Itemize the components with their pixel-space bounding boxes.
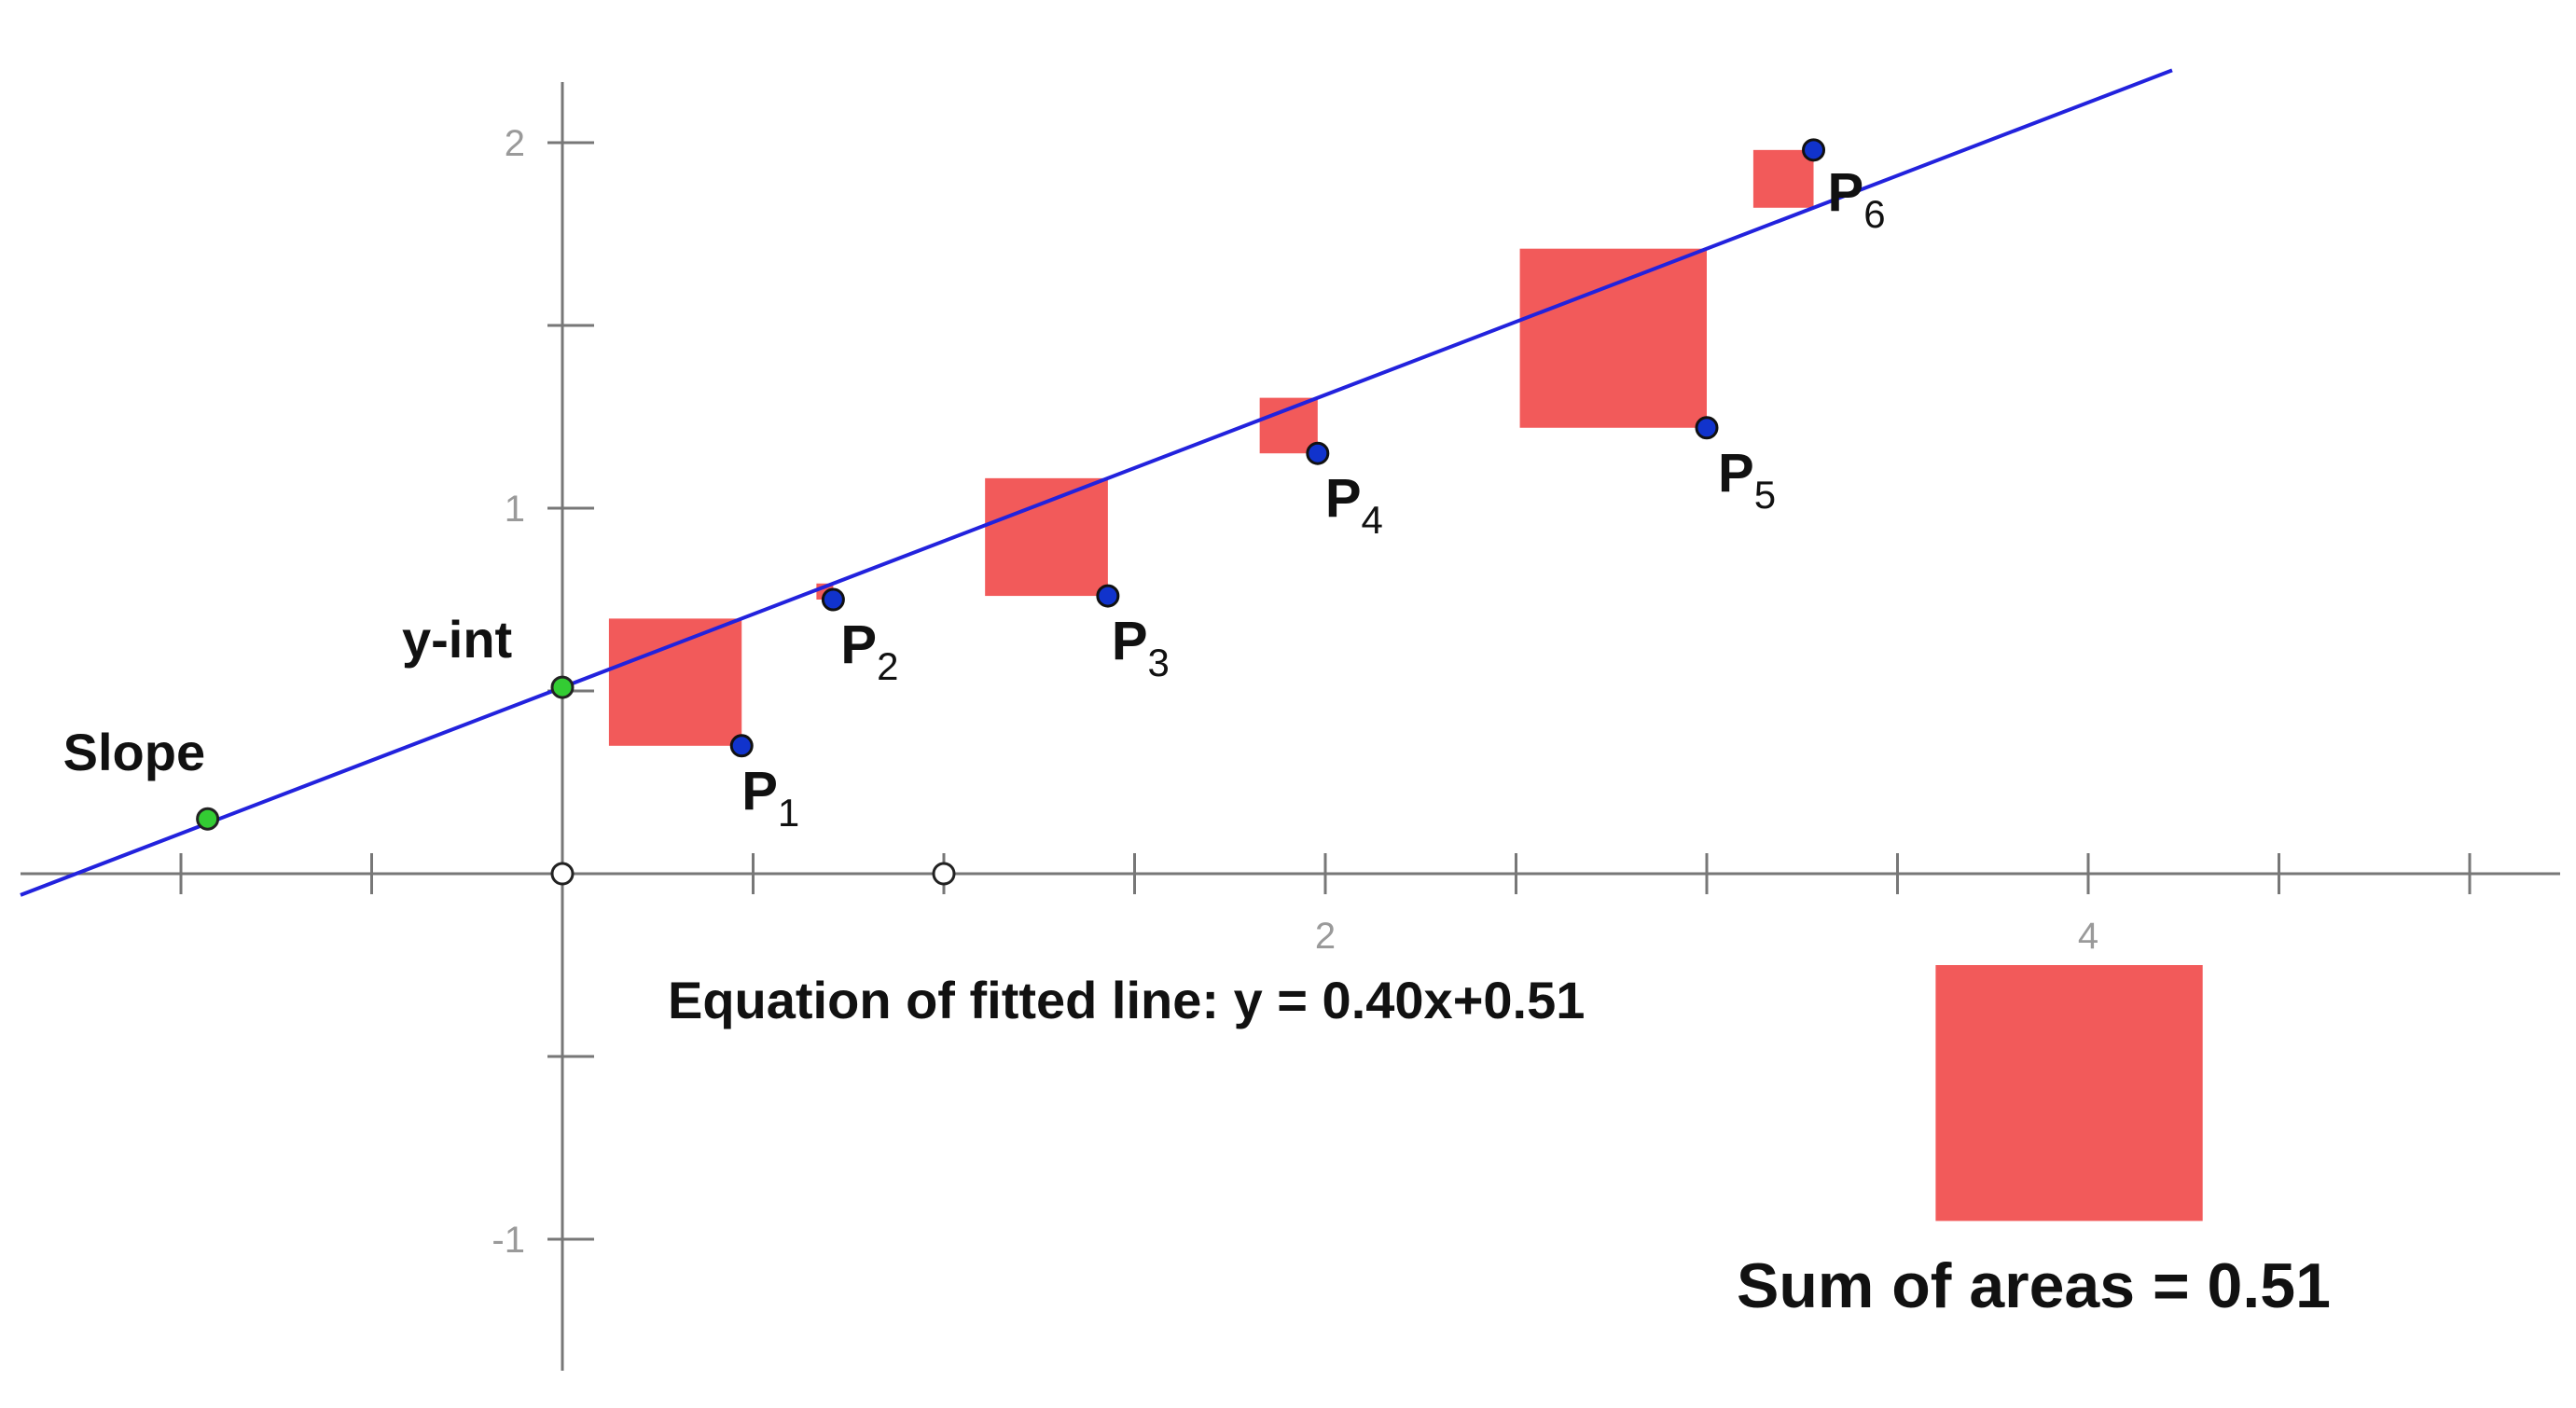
point-label-name: P: [840, 614, 877, 675]
point-label-subscript: 5: [1754, 473, 1776, 517]
point-label: P5: [1718, 443, 1776, 517]
sum-of-areas-label: Sum of areas = 0.51: [1737, 1250, 2331, 1321]
data-point: [1802, 138, 1826, 162]
point-label-subscript: 4: [1362, 498, 1383, 542]
x-tick-label: 2: [1315, 916, 1336, 957]
point-label-subscript: 2: [877, 644, 898, 688]
data-points-layer: [196, 138, 1826, 886]
fitted-line-layer: [20, 68, 2173, 897]
point-label-name: P: [1828, 162, 1864, 223]
residual-square: [608, 618, 742, 746]
point-label-name: P: [1718, 443, 1754, 504]
slope-label: Slope: [63, 723, 205, 781]
axis-marker: [932, 862, 956, 886]
data-point: [1306, 441, 1330, 465]
axis-marker: [550, 862, 575, 886]
residual-squares-layer: [608, 149, 2203, 1222]
handle-point: [550, 675, 575, 699]
data-point: [729, 734, 754, 758]
point-label: P1: [741, 761, 799, 835]
point-label: P3: [1112, 611, 1170, 684]
point-label-name: P: [1325, 468, 1362, 529]
data-point: [1096, 584, 1120, 608]
fitted-line: [20, 68, 2173, 897]
data-point: [821, 587, 845, 612]
axes-layer: 2 4 2 1 -1: [21, 82, 2560, 1371]
point-label-subscript: 6: [1863, 192, 1885, 236]
point-label: P4: [1325, 468, 1383, 542]
point-label-subscript: 1: [778, 791, 799, 835]
y-int-label: y-int: [402, 610, 512, 669]
data-point: [1695, 416, 1719, 440]
residual-square: [1519, 248, 1707, 428]
point-label-name: P: [741, 761, 778, 821]
residual-square: [1259, 397, 1318, 454]
y-tick-label: 2: [505, 123, 525, 164]
residual-square: [1752, 149, 1814, 208]
point-label: P6: [1828, 162, 1886, 236]
equation-label: Equation of fitted line: y = 0.40x+0.51: [668, 971, 1585, 1029]
residual-square: [985, 477, 1108, 597]
sum-of-areas-square: [1935, 965, 2203, 1222]
point-label-subscript: 3: [1148, 641, 1170, 684]
handle-point: [196, 807, 220, 831]
point-label-name: P: [1112, 611, 1148, 671]
text-layer: Equation of fitted line: y = 0.40x+0.51 …: [63, 162, 2331, 1321]
y-tick-label: -1: [492, 1220, 525, 1261]
point-label: P2: [840, 614, 898, 688]
y-tick-label: 1: [505, 489, 525, 530]
x-tick-label: 4: [2078, 916, 2098, 957]
